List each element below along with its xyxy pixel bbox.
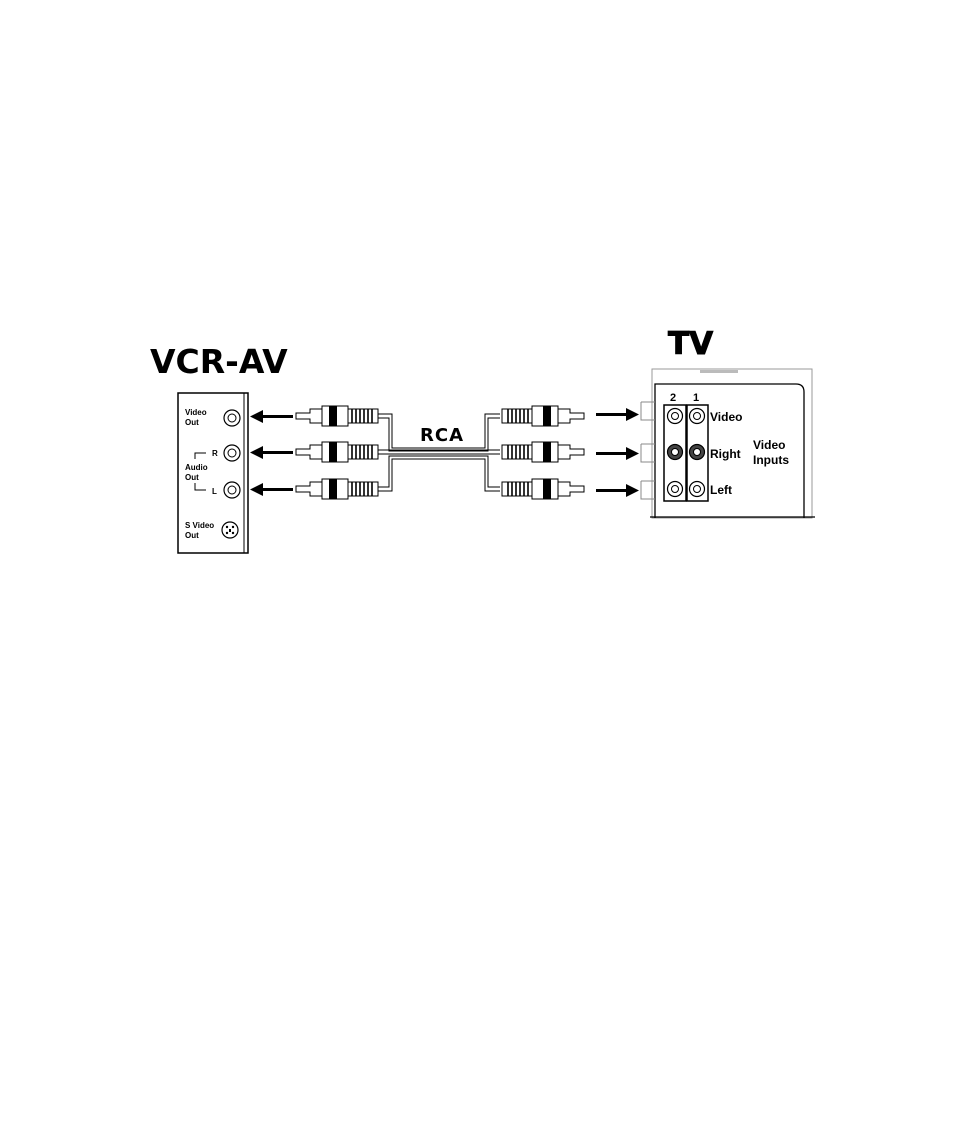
tv-right-1-jack[interactable] <box>690 445 705 460</box>
arrows-to-vcr <box>250 410 293 496</box>
tv-video-inputs-label-1: Video <box>753 438 785 452</box>
tv-video-2-jack[interactable] <box>668 409 683 424</box>
tv-left-2-jack[interactable] <box>668 482 683 497</box>
tv-col-1-label: 1 <box>693 392 699 404</box>
rca-plug <box>296 406 378 426</box>
arrow-right-icon <box>596 408 639 421</box>
rca-plug <box>296 442 378 462</box>
tv-panel: 2 1 Video Right Left V <box>641 369 815 518</box>
vcr-video-out-label-1: Video <box>185 408 207 417</box>
vcr-svideo-label-1: S Video <box>185 521 214 530</box>
tv-right-label: Right <box>710 447 741 461</box>
vcr-video-out-jack[interactable] <box>224 410 240 426</box>
rca-plug <box>296 479 378 499</box>
vcr-audio-out-label-1: Audio <box>185 463 208 472</box>
rca-plugs-right <box>502 406 584 499</box>
rca-plug <box>502 479 584 499</box>
vcr-title: VCR-AV <box>150 342 288 381</box>
vcr-svideo-jack[interactable] <box>222 522 238 538</box>
tv-col-2-label: 2 <box>670 392 676 404</box>
rca-plugs-left <box>296 406 378 499</box>
tv-left-1-jack[interactable] <box>690 482 705 497</box>
tv-title: TV <box>668 326 713 362</box>
tv-left-label: Left <box>710 483 732 497</box>
vcr-audio-r-label: R <box>212 449 218 458</box>
vcr-audio-l-label: L <box>212 487 217 496</box>
arrow-right-icon <box>596 484 639 497</box>
arrow-left-icon <box>250 446 293 459</box>
rca-plug <box>502 442 584 462</box>
vcr-audio-out-label-2: Out <box>185 473 199 482</box>
tv-video-inputs-label-2: Inputs <box>753 453 789 467</box>
arrow-left-icon <box>250 410 293 423</box>
vcr-audio-r-jack[interactable] <box>224 445 240 461</box>
tv-video-label: Video <box>710 410 742 424</box>
cable-label: RCA <box>420 425 464 446</box>
tv-right-2-jack[interactable] <box>668 445 683 460</box>
arrow-right-icon <box>596 447 639 460</box>
vcr-svideo-label-2: Out <box>185 531 199 540</box>
rca-plug <box>502 406 584 426</box>
vcr-panel: Video Out R Audio Out L S Video Out <box>178 393 248 553</box>
vcr-audio-l-jack[interactable] <box>224 482 240 498</box>
arrow-left-icon <box>250 483 293 496</box>
tv-video-1-jack[interactable] <box>690 409 705 424</box>
arrows-to-tv <box>596 408 639 497</box>
vcr-video-out-label-2: Out <box>185 418 199 427</box>
